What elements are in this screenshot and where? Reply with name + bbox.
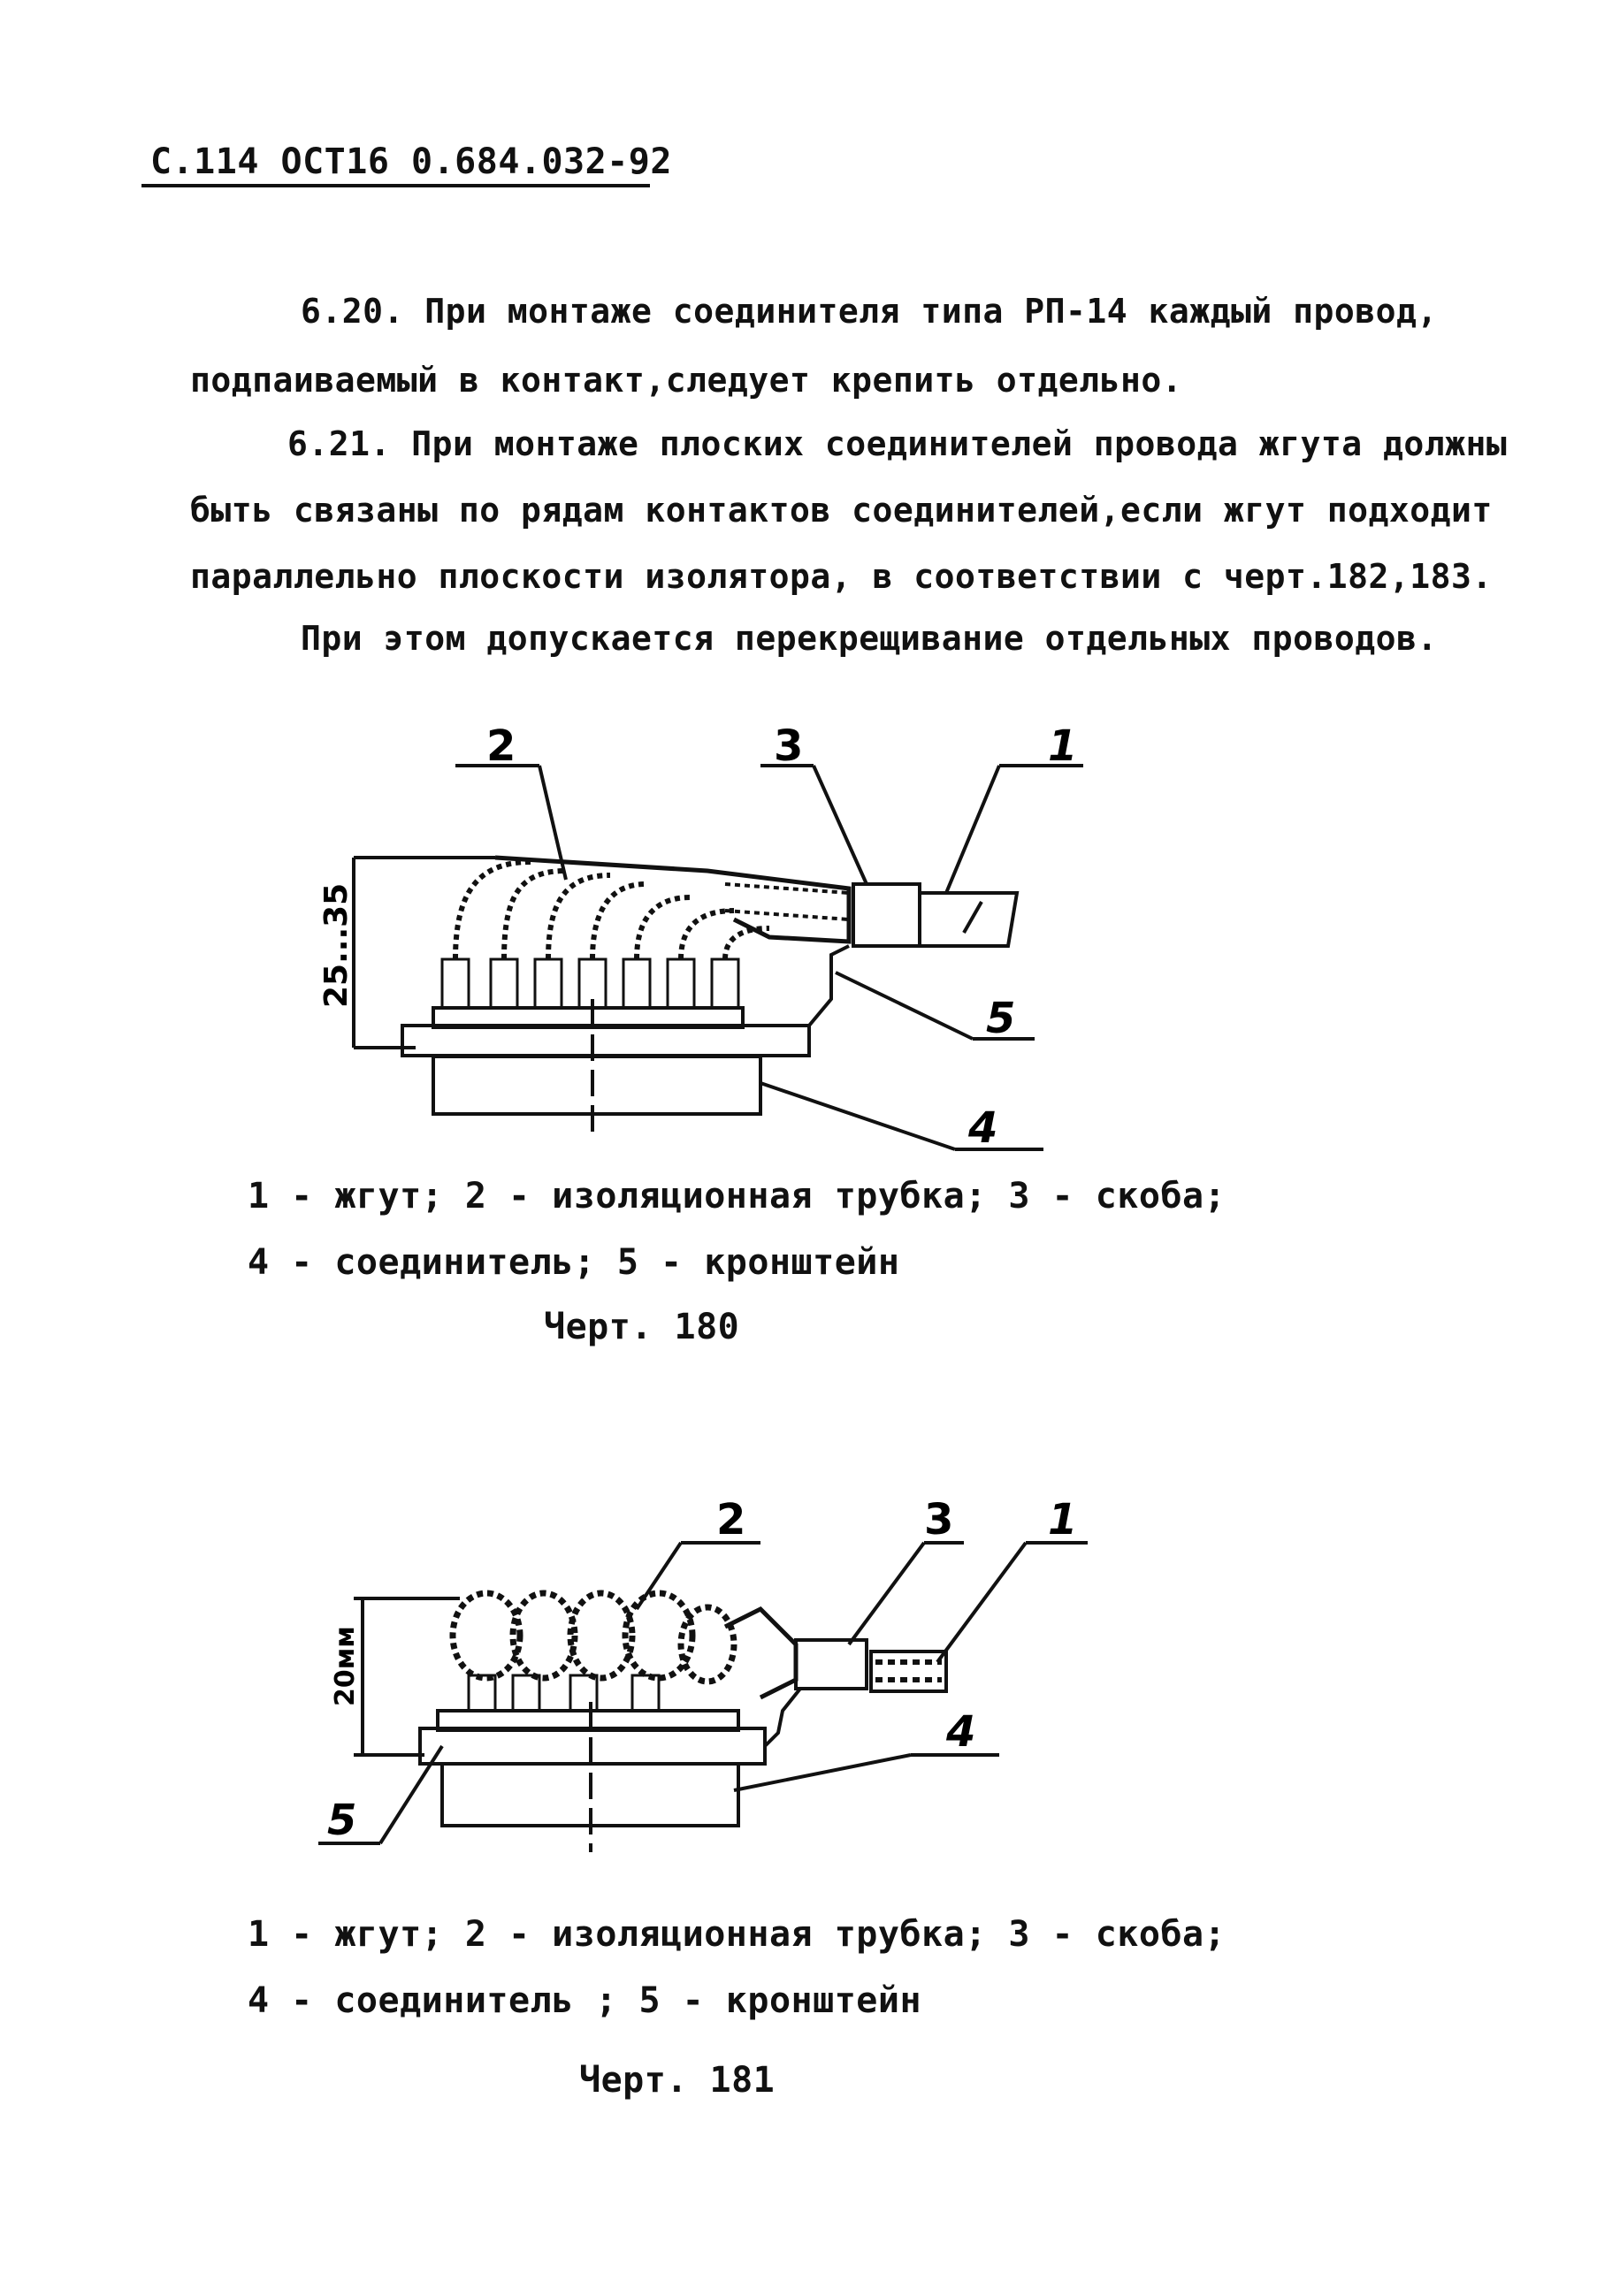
fig181-legend-line2: 4 - соединитель ; 5 - кронштейн	[248, 1980, 922, 2021]
header-underline	[141, 184, 650, 187]
fig181-caption: Черт. 181	[579, 2060, 776, 2101]
figure-181-drawing: 2 3 1 5 4 20мм	[318, 1495, 1088, 1852]
fig181-callout-5: 5	[327, 1796, 356, 1845]
fig181-callout-1: 1	[1048, 1495, 1077, 1545]
paragraph-6-20-line1: 6.20. При монтаже соединителя типа РП-14…	[301, 292, 1438, 331]
fig180-legend-line1: 1 - жгут; 2 - изоляционная трубка; 3 - с…	[248, 1176, 1226, 1217]
fig180-callout-2: 2	[486, 721, 516, 771]
paragraph-6-21-line3: параллельно плоскости изолятора, в соотв…	[190, 557, 1493, 596]
fig180-dimension: 25...35	[318, 883, 355, 1008]
fig181-callout-4: 4	[945, 1707, 975, 1757]
fig180-callout-3: 3	[774, 721, 803, 771]
fig181-legend-line1: 1 - жгут; 2 - изоляционная трубка; 3 - с…	[248, 1914, 1226, 1955]
fig181-dimension: 20мм	[330, 1626, 361, 1706]
paragraph-6-21-line4: При этом допускается перекрещивание отде…	[301, 619, 1438, 658]
paragraph-6-21-line1: 6.21. При монтаже плоских соединителей п…	[287, 424, 1508, 463]
page-header: С.114 ОСТ16 0.684.032-92	[150, 141, 672, 182]
paragraph-6-20-line2: подпаиваемый в контакт,следует крепить о…	[190, 361, 1183, 400]
fig181-callout-3: 3	[924, 1495, 953, 1545]
fig180-callout-5: 5	[986, 994, 1015, 1043]
fig180-caption: Черт. 180	[544, 1307, 740, 1347]
fig180-legend-line2: 4 - соединитель; 5 - кронштейн	[248, 1242, 900, 1283]
fig181-callout-2: 2	[716, 1495, 745, 1545]
paragraph-6-21-line2: быть связаны по рядам контактов соединит…	[190, 491, 1493, 530]
fig180-callout-1: 1	[1048, 721, 1077, 771]
fig180-callout-4: 4	[967, 1103, 997, 1153]
figure-180-drawing: 2 3 1 5 4 25...35	[318, 721, 1083, 1153]
